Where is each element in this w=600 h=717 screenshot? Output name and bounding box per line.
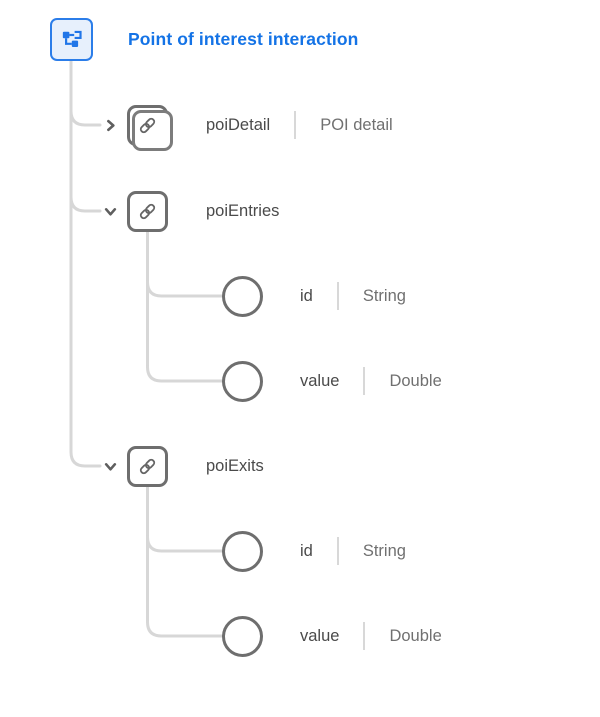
- chevron-down-icon[interactable]: [103, 204, 117, 218]
- field-type: String: [362, 541, 406, 560]
- tree-leaf-poiEntries-value[interactable]: value Double: [222, 360, 442, 403]
- field-name: value: [300, 626, 340, 645]
- chevron-down-icon[interactable]: [103, 459, 117, 473]
- chevron-right-icon[interactable]: [103, 118, 117, 132]
- tree-node-poiExits[interactable]: poiExits: [103, 445, 264, 488]
- link-object-array-icon[interactable]: [127, 104, 173, 151]
- tree-leaf-poiEntries-id[interactable]: id String: [222, 275, 406, 318]
- field-circle-icon[interactable]: [222, 615, 263, 657]
- field-name: id: [300, 541, 313, 560]
- schema-title[interactable]: Point of interest interaction: [128, 29, 359, 49]
- field-circle-icon[interactable]: [222, 530, 263, 572]
- field-name: poiDetail: [206, 115, 271, 134]
- field-type: Double: [389, 626, 442, 645]
- field-display-name: POI detail: [320, 115, 393, 134]
- field-name: poiExits: [206, 456, 264, 475]
- tree-node-poiEntries[interactable]: poiEntries: [103, 190, 279, 233]
- tree-leaf-poiExits-id[interactable]: id String: [222, 530, 406, 573]
- link-object-icon[interactable]: [127, 190, 168, 232]
- divider: [294, 111, 297, 139]
- field-type: Double: [389, 371, 442, 390]
- field-circle-icon[interactable]: [222, 360, 263, 402]
- tree-leaf-poiExits-value[interactable]: value Double: [222, 615, 442, 658]
- schema-structure-icon[interactable]: [50, 18, 93, 61]
- link-object-icon[interactable]: [127, 445, 168, 487]
- schema-root-row[interactable]: Point of interest interaction: [50, 18, 358, 61]
- field-name: poiEntries: [206, 201, 280, 220]
- divider: [363, 622, 366, 650]
- divider: [336, 537, 339, 565]
- divider: [363, 367, 366, 395]
- field-circle-icon[interactable]: [222, 275, 263, 317]
- field-name: id: [300, 286, 313, 305]
- field-type: String: [362, 286, 406, 305]
- divider: [336, 282, 339, 310]
- tree-node-poiDetail[interactable]: poiDetail POI detail: [103, 104, 393, 151]
- field-name: value: [300, 371, 340, 390]
